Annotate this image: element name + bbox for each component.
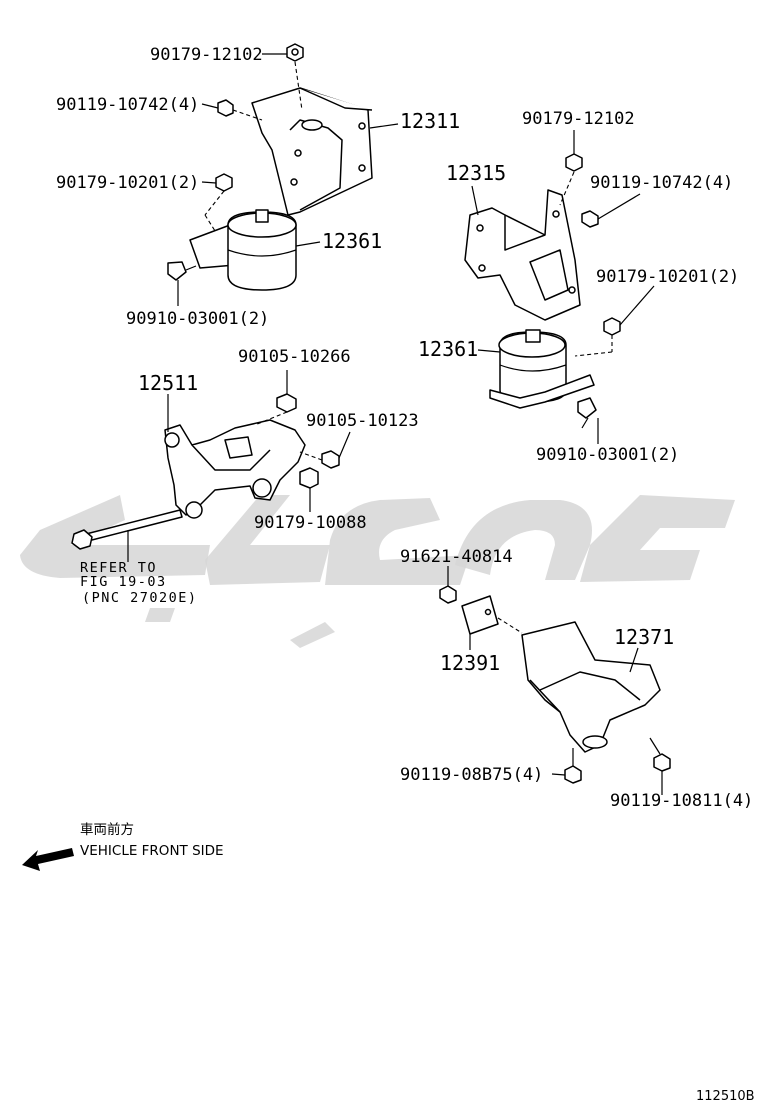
front-label-jp: 車両前方 [80,821,134,838]
bolt-91621-40814 [439,585,457,604]
front-label-en: VEHICLE FRONT SIDE [80,843,224,859]
bolt-90105-10266 [276,393,297,413]
label-90179-12102-upper: 90179-12102 [150,45,263,65]
label-12391: 12391 [440,651,500,675]
through-bolt [71,509,183,550]
label-90179-12102-right: 90179-12102 [522,109,635,129]
diagram-code: 112510B [696,1089,755,1104]
member-12371 [521,621,661,753]
label-90910-03001-upper: 90910-03001(2) [126,309,269,329]
label-12361-right: 12361 [418,337,478,361]
nut-90179-12102-upper [286,43,304,62]
vehicle-front-arrow-icon [22,848,74,871]
bracket-12315 [464,189,581,321]
label-12511: 12511 [138,371,198,395]
label-12361-upper: 12361 [322,229,382,253]
nut-90179-10201-upper [215,173,233,192]
refer-line-2: FIG 19-03 [80,574,167,590]
label-12311: 12311 [400,109,460,133]
label-90105-10266: 90105-10266 [238,347,351,367]
nut-90179-10201-right [603,317,621,336]
leader-lines [127,53,663,795]
bolt-90910-03001-upper [167,261,197,281]
bolt-90105-10123 [321,450,340,469]
mount-12361-upper [189,209,297,291]
nut-90179-10088 [299,467,319,489]
nut-90179-12102-right [565,153,583,172]
label-90910-03001-right: 90910-03001(2) [536,445,679,465]
label-90105-10123: 90105-10123 [306,411,419,431]
refer-line-3: (PNC 27020E) [82,590,198,606]
bolt-90119-10811 [649,737,671,772]
bolt-90119-10742-upper [217,99,234,117]
bolt-90119-08b75 [564,748,582,784]
label-90179-10088: 90179-10088 [254,513,367,533]
bolt-90119-10742-right [581,210,599,228]
label-90119-08b75: 90119-08B75(4) [400,765,543,785]
label-12371: 12371 [614,625,674,649]
refer-line-1: REFER TO [80,560,157,576]
label-12315: 12315 [446,161,506,185]
watermark-logo [20,495,735,648]
label-90179-10201-right: 90179-10201(2) [596,267,739,287]
label-90179-10201-upper: 90179-10201(2) [56,173,199,193]
bracket-12511 [164,419,306,519]
label-90119-10742-upper: 90119-10742(4) [56,95,199,115]
plate-12391 [461,595,499,635]
mount-12361-right [489,329,595,409]
label-90119-10811: 90119-10811(4) [610,791,753,811]
bolt-90910-03001-right [577,397,597,429]
label-91621-40814: 91621-40814 [400,547,513,567]
label-90119-10742-right: 90119-10742(4) [590,173,733,193]
bracket-12311 [251,87,373,216]
